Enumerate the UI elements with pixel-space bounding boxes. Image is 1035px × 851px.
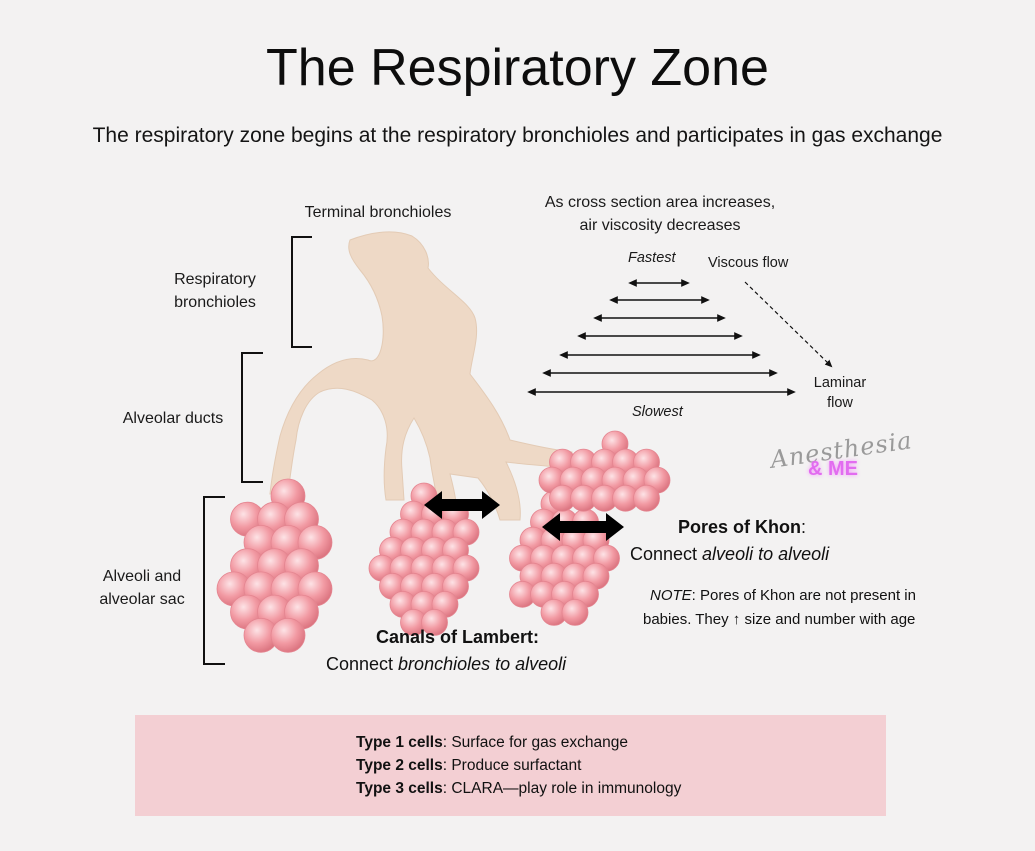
cell-type-3-text: : CLARA—play role in immunology [442,780,682,797]
alveolar-clusters [216,430,671,653]
flow-note: As cross section area increases, air vis… [500,191,820,237]
page-title: The Respiratory Zone [266,39,769,97]
canals-title: Canals of Lambert: [376,627,540,647]
bronchial-tree [269,231,573,523]
canals-of-lambert-arrow [424,491,500,519]
pores-description: Connect alveoli to alveoli [630,544,829,565]
alveolar-sac-left [216,478,333,653]
label-terminal-bronchioles: Terminal bronchioles [304,204,452,221]
pores-title-colon: : [801,517,807,537]
watermark: Anesthesia & ME [769,426,914,496]
label-alveoli-sac-line1: Alveoli and [102,568,182,585]
bracket-respiratory-bronchioles [291,236,312,348]
cell-type-2-text: : Produce surfactant [442,757,582,774]
alveolus [561,599,589,626]
cell-type-1-label: Type 1 cells [356,734,443,751]
label-alveolar-ducts: Alveolar ducts [122,410,224,427]
pores-note-rest: : Pores of Khon are not present in [691,587,916,604]
canals-desc-italic: bronchioles to alveoli [398,654,567,674]
alveolus [421,609,448,636]
label-slowest: Slowest [632,404,683,420]
label-respiratory-bronchioles-line1: Respiratory [174,271,256,288]
label-alveoli-sac: Alveoli and alveolar sac [82,565,202,611]
flow-note-line2: air viscosity decreases [579,217,741,234]
viscous-laminar-arrow [744,281,833,368]
cell-type-2: Type 2 cells: Produce surfactant [356,754,681,777]
label-laminar-flow-line1: Laminar [813,375,867,391]
watermark-me: & ME [808,458,858,480]
label-alveoli-sac-line2: alveolar sac [99,591,185,608]
label-respiratory-bronchioles-line2: bronchioles [174,294,256,311]
alveolus [270,617,306,653]
label-laminar-flow-line2: flow [827,395,853,411]
pores-desc-italic: alveoli to alveoli [702,544,830,564]
pores-of-khon-arrow [542,513,624,541]
alveolar-sac-lower-right [509,490,620,626]
cell-types-box: Type 1 cells: Surface for gas exchange T… [135,715,886,816]
label-laminar-flow: Laminar flow [810,373,870,413]
cell-type-1: Type 1 cells: Surface for gas exchange [356,731,681,754]
alveolar-sac-upper-right [538,430,671,512]
cell-types-list: Type 1 cells: Surface for gas exchange T… [356,731,681,800]
cell-type-3: Type 3 cells: CLARA—play role in immunol… [356,777,681,800]
pores-note: NOTE: Pores of Khon are not present in b… [638,584,916,632]
pores-note-label: NOTE [650,587,692,604]
cell-type-1-text: : Surface for gas exchange [442,734,628,751]
flow-note-line1: As cross section area increases, [544,194,776,211]
canals-description: Connect bronchioles to alveoli [326,654,566,675]
cell-type-3-label: Type 3 cells [356,780,443,797]
pores-note-line2: babies. They ↑ size and number with age [643,611,916,628]
label-viscous-flow: Viscous flow [708,255,789,271]
alveolus [633,484,660,512]
flow-arrows [527,279,796,396]
canals-desc-prefix: Connect [326,654,399,674]
pores-desc-prefix: Connect [630,544,703,564]
pores-title: Pores of Khon: [678,517,806,538]
pores-title-text: Pores of Khon [678,517,802,537]
page-subtitle: The respiratory zone begins at the respi… [92,124,943,147]
label-respiratory-bronchioles: Respiratory bronchioles [150,268,280,314]
label-fastest: Fastest [628,250,676,266]
bracket-alveolar-ducts [241,352,263,483]
alveolar-sac-middle [368,482,480,636]
bracket-alveoli-sac [203,496,225,665]
pores-note-line1: NOTE: Pores of Khon are not present in [638,584,916,608]
cell-type-2-label: Type 2 cells [356,757,443,774]
